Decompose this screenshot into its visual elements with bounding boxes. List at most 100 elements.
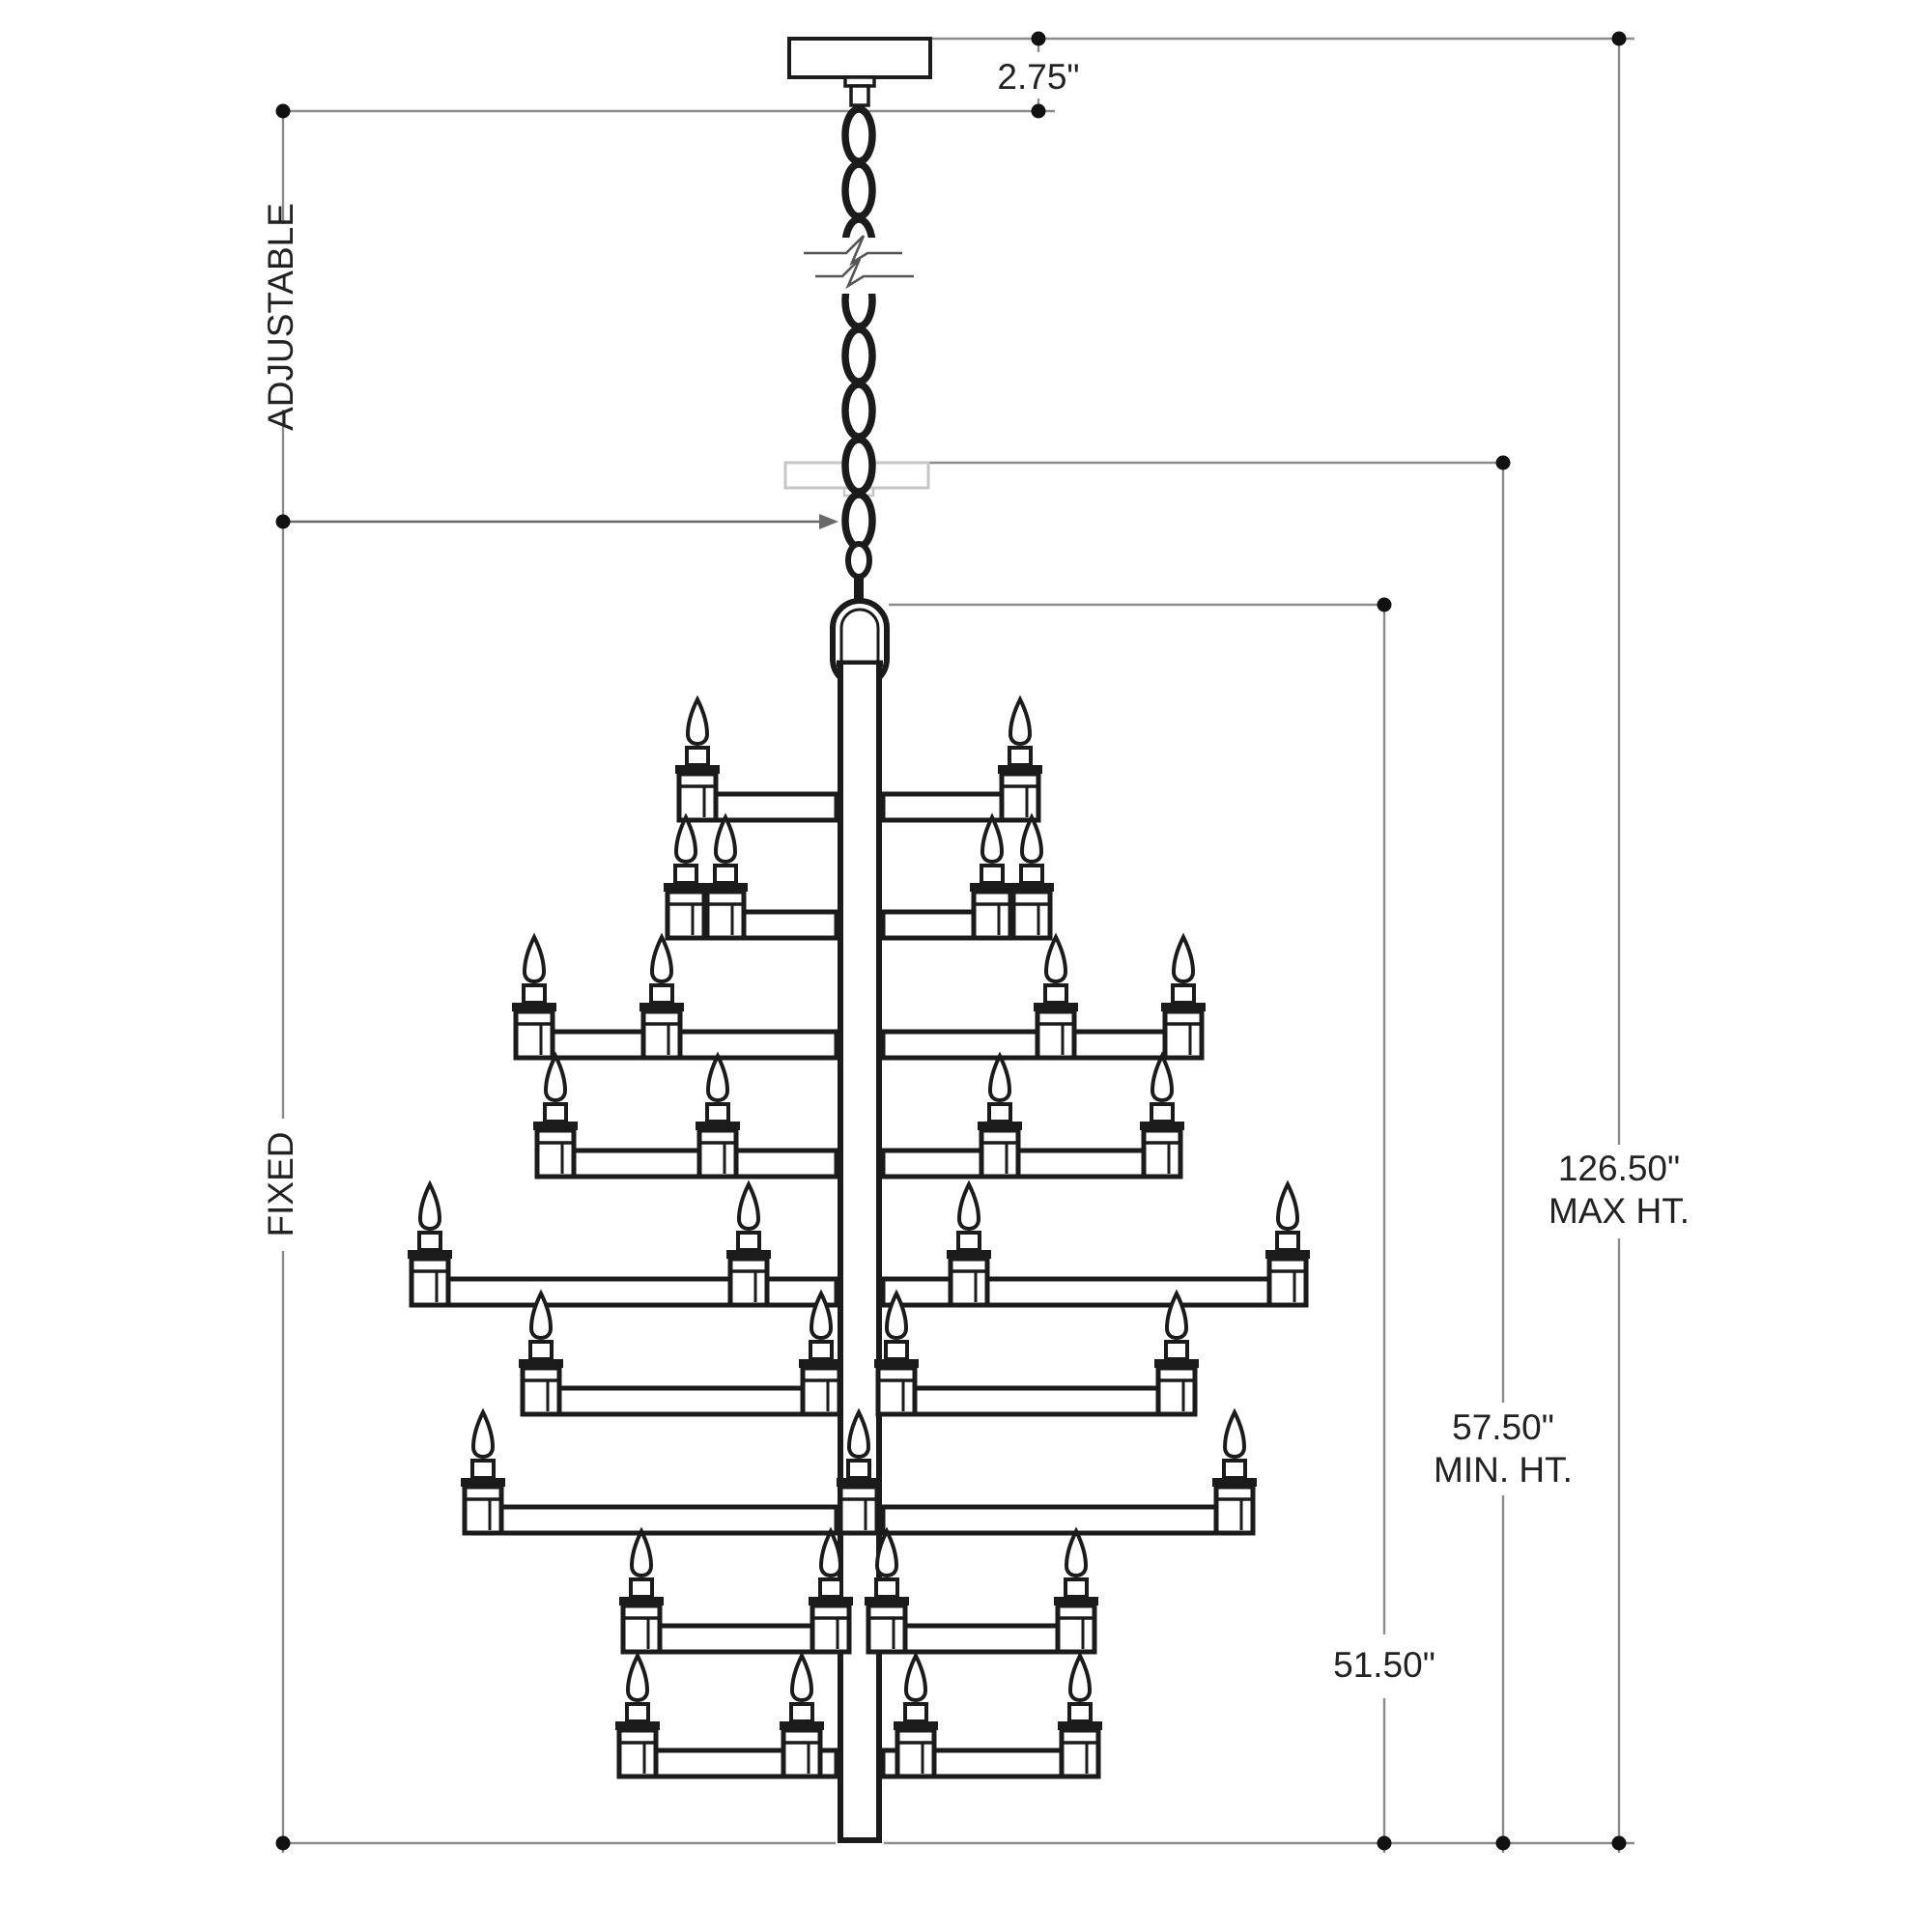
break-symbol-icon: [804, 235, 902, 267]
candle-body: [781, 1727, 823, 1779]
candle-socket: [1275, 1231, 1300, 1252]
flame-icon: [1008, 695, 1033, 747]
candle-lip: [1154, 1359, 1199, 1368]
candle-body: [665, 889, 707, 941]
hook-connector: [854, 576, 864, 605]
ceiling-canopy: [787, 37, 932, 79]
dimension-endpoint-dot: [1031, 103, 1046, 119]
candle-lip: [1161, 1003, 1206, 1011]
candle-lip: [639, 1003, 684, 1011]
candle-socket: [987, 1102, 1012, 1123]
tier-arm-left: [409, 1276, 839, 1308]
break-symbol-mask: [819, 238, 902, 294]
dimension-endpoint-dot: [1031, 31, 1046, 46]
label-max-height-caption: MAX HT.: [1548, 1191, 1690, 1231]
flame-icon: [1019, 812, 1044, 865]
dimension-endpoint-dot: [1495, 455, 1511, 470]
dimension-endpoint-dot: [275, 103, 291, 119]
candle-lip: [615, 1721, 660, 1730]
tier-1: [675, 695, 1042, 823]
candle-lip: [664, 883, 708, 892]
flame-icon: [1275, 1179, 1300, 1232]
candle-lip: [865, 1597, 909, 1605]
candle-lip: [1034, 1003, 1078, 1011]
candle-body: [1213, 1484, 1256, 1536]
candle-socket: [956, 1231, 981, 1252]
candle-body: [838, 1484, 880, 1536]
dimension-endpoint-dot: [1611, 31, 1627, 46]
tier-4: [533, 1051, 1184, 1179]
candle-socket: [1171, 983, 1196, 1005]
candle-body: [1035, 1009, 1077, 1061]
flame-icon: [903, 1651, 928, 1703]
candle-body: [727, 1256, 770, 1308]
candle-lip: [947, 1250, 991, 1259]
tier-arm-right: [880, 1276, 1309, 1308]
candle-lip: [703, 883, 748, 892]
flame-icon: [736, 1179, 761, 1232]
flame-icon: [522, 932, 547, 984]
candle-socket: [818, 1577, 843, 1599]
dimension-endpoint-dot: [275, 1835, 291, 1851]
candle-lip: [809, 1597, 853, 1605]
candle-lip: [726, 1250, 771, 1259]
candle-socket: [625, 1702, 650, 1723]
candle-lip: [1009, 883, 1054, 892]
candle-body: [1010, 889, 1053, 941]
candle-body: [520, 1365, 562, 1417]
candle-socket: [1043, 983, 1068, 1005]
tier-2: [664, 812, 1054, 941]
candle-socket: [874, 1577, 899, 1599]
tier-7: [461, 1407, 1257, 1536]
candle-lip: [1212, 1478, 1257, 1487]
flame-icon: [1064, 1526, 1089, 1578]
label-min-height-caption: MIN. HT.: [1434, 1450, 1573, 1490]
candle-body: [409, 1256, 451, 1308]
chandelier-fixture: [408, 37, 1310, 1843]
chain-link: [841, 326, 876, 385]
candle-body: [948, 1256, 990, 1308]
flame-icon: [1067, 1651, 1093, 1703]
candle-body: [1055, 1603, 1097, 1655]
candle-body: [999, 771, 1041, 823]
candle-body: [676, 771, 719, 823]
candle-lip: [533, 1122, 578, 1130]
label-max-height-value: 126.50": [1558, 1149, 1680, 1188]
label-fixture-height-value: 51.50": [1333, 1645, 1435, 1685]
flame-icon: [1171, 932, 1196, 984]
flame-icon: [1222, 1407, 1247, 1460]
candle-body: [620, 1603, 663, 1655]
center-stem-fill: [843, 665, 876, 1840]
flame-icon: [713, 812, 738, 865]
candle-socket: [846, 1459, 871, 1480]
candle-socket: [705, 1102, 730, 1123]
flame-icon: [685, 695, 710, 747]
candle-body: [866, 1603, 908, 1655]
candle-body: [704, 889, 747, 941]
dimension-endpoint-dot: [275, 514, 291, 529]
flame-icon: [809, 1289, 834, 1341]
dimension-lines: [275, 31, 1634, 1853]
flame-icon: [673, 812, 698, 865]
dimension-endpoint-dot: [1377, 597, 1392, 612]
dimension-labels: 2.75" ADJUSTABLE FIXED 126.50" MAX HT. 5…: [261, 57, 1690, 1685]
candle-socket: [522, 983, 547, 1005]
flame-icon: [1164, 1289, 1189, 1341]
candle-body: [1059, 1727, 1101, 1779]
candle-lip: [1054, 1597, 1098, 1605]
flame-icon: [543, 1051, 568, 1103]
candle-lip: [461, 1478, 505, 1487]
candle-lip: [1265, 1250, 1310, 1259]
candle-lip: [619, 1597, 664, 1605]
flame-icon: [705, 1051, 730, 1103]
candle-body: [1155, 1365, 1198, 1417]
candle-lip: [408, 1250, 452, 1259]
candle-socket: [789, 1702, 814, 1723]
flame-icon: [528, 1289, 554, 1341]
candle-lip: [1140, 1122, 1184, 1130]
candle-socket: [903, 1702, 928, 1723]
flame-icon: [1150, 1051, 1175, 1103]
candle-body: [895, 1727, 937, 1779]
chain-link: [841, 436, 876, 496]
candle-body: [1266, 1256, 1309, 1308]
